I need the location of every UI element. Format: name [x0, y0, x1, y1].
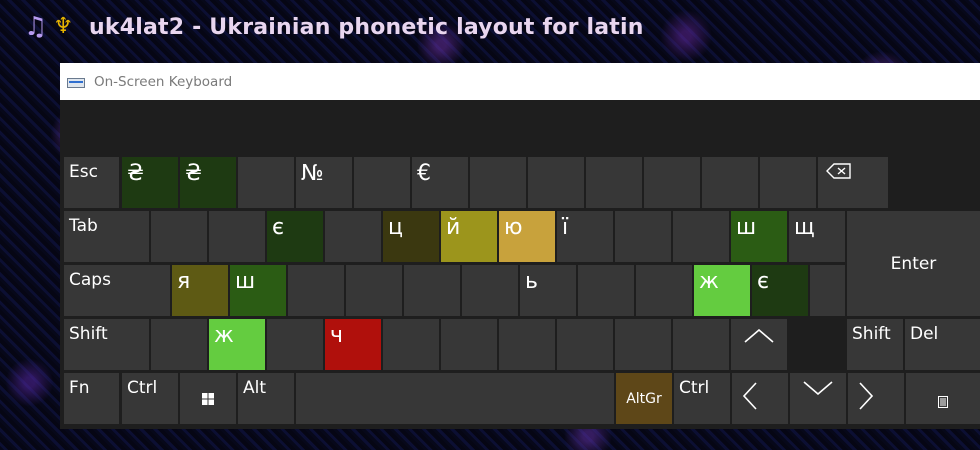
key-p[interactable]	[673, 211, 729, 262]
key-period[interactable]	[615, 319, 671, 370]
key-semicolon[interactable]: ж	[694, 265, 750, 316]
window-title: On-Screen Keyboard	[94, 73, 233, 90]
key-m[interactable]	[499, 319, 555, 370]
key-2[interactable]: ₴	[180, 157, 236, 208]
key-alt[interactable]: Alt	[238, 373, 294, 424]
key-b[interactable]	[383, 319, 439, 370]
context-menu-icon	[938, 395, 948, 408]
key-bracket-left[interactable]: ш	[731, 211, 787, 262]
key-e[interactable]: є	[267, 211, 323, 262]
key-minus[interactable]	[702, 157, 758, 208]
key-bracket-right[interactable]: щ	[789, 211, 845, 262]
key-o[interactable]	[615, 211, 671, 262]
arrow-down-icon	[803, 380, 833, 395]
key-x[interactable]: ж	[209, 319, 265, 370]
key-altgr[interactable]: AltGr	[616, 373, 672, 424]
key-space[interactable]	[296, 373, 614, 424]
key-enter[interactable]: Enter	[847, 211, 980, 316]
key-left-ctrl[interactable]: Ctrl	[122, 373, 178, 424]
key-arrow-right[interactable]	[848, 373, 904, 424]
windows-logo-icon	[202, 392, 214, 405]
key-left-shift[interactable]: Shift	[64, 319, 149, 370]
key-n[interactable]	[441, 319, 497, 370]
key-h[interactable]	[462, 265, 518, 316]
key-z[interactable]	[151, 319, 207, 370]
arrow-left-icon	[743, 381, 757, 410]
key-comma[interactable]	[557, 319, 613, 370]
key-delete[interactable]: Del	[905, 319, 980, 370]
key-j[interactable]: ь	[520, 265, 576, 316]
key-equals[interactable]	[760, 157, 816, 208]
key-k[interactable]	[578, 265, 634, 316]
music-note-icon: ♫	[24, 12, 48, 42]
trident-icon: ♆	[53, 14, 74, 39]
key-arrow-up[interactable]	[731, 319, 787, 370]
key-f[interactable]	[346, 265, 402, 316]
key-c[interactable]	[267, 319, 323, 370]
key-8[interactable]	[528, 157, 584, 208]
key-6[interactable]: €	[412, 157, 468, 208]
key-slash[interactable]	[673, 319, 729, 370]
key-u[interactable]: ю	[499, 211, 555, 262]
key-esc[interactable]: Esc	[64, 157, 119, 208]
key-right-ctrl[interactable]: Ctrl	[674, 373, 730, 424]
key-y[interactable]: й	[441, 211, 497, 262]
key-w[interactable]	[209, 211, 265, 262]
key-backslash[interactable]	[810, 265, 845, 316]
key-a[interactable]: я	[172, 265, 228, 316]
key-right-shift[interactable]: Shift	[847, 319, 903, 370]
key-arrow-left[interactable]	[732, 373, 788, 424]
key-apostrophe[interactable]: є	[752, 265, 808, 316]
key-1[interactable]: ₴	[122, 157, 178, 208]
window-titlebar[interactable]: On-Screen Keyboard	[60, 63, 980, 100]
key-backspace[interactable]	[818, 157, 888, 208]
arrow-up-icon	[744, 328, 774, 343]
key-menu[interactable]	[906, 373, 980, 424]
arrow-right-icon	[859, 381, 873, 410]
key-d[interactable]	[288, 265, 344, 316]
key-q[interactable]	[151, 211, 207, 262]
key-caps[interactable]: Caps	[64, 265, 170, 316]
page-header: ♫ ♆ uk4lat2 - Ukrainian phonetic layout …	[24, 10, 644, 44]
backspace-icon	[826, 163, 852, 179]
key-7[interactable]	[470, 157, 526, 208]
key-windows[interactable]	[180, 373, 236, 424]
keyboard-app-icon	[67, 75, 85, 89]
key-g[interactable]	[404, 265, 460, 316]
key-s[interactable]: ш	[230, 265, 286, 316]
key-t[interactable]: ц	[383, 211, 439, 262]
on-screen-keyboard-window: On-Screen Keyboard Esc ₴ ₴ № € Tab є ц й…	[60, 63, 980, 429]
key-4[interactable]: №	[296, 157, 352, 208]
key-i[interactable]: ї	[557, 211, 613, 262]
key-3[interactable]	[238, 157, 294, 208]
key-r[interactable]	[325, 211, 381, 262]
key-fn[interactable]: Fn	[64, 373, 119, 424]
key-0[interactable]	[644, 157, 700, 208]
key-9[interactable]	[586, 157, 642, 208]
page-title: uk4lat2 - Ukrainian phonetic layout for …	[89, 14, 644, 40]
key-5[interactable]	[354, 157, 410, 208]
key-l[interactable]	[636, 265, 692, 316]
key-v[interactable]: ч	[325, 319, 381, 370]
key-arrow-down[interactable]	[790, 373, 846, 424]
key-tab[interactable]: Tab	[64, 211, 149, 262]
